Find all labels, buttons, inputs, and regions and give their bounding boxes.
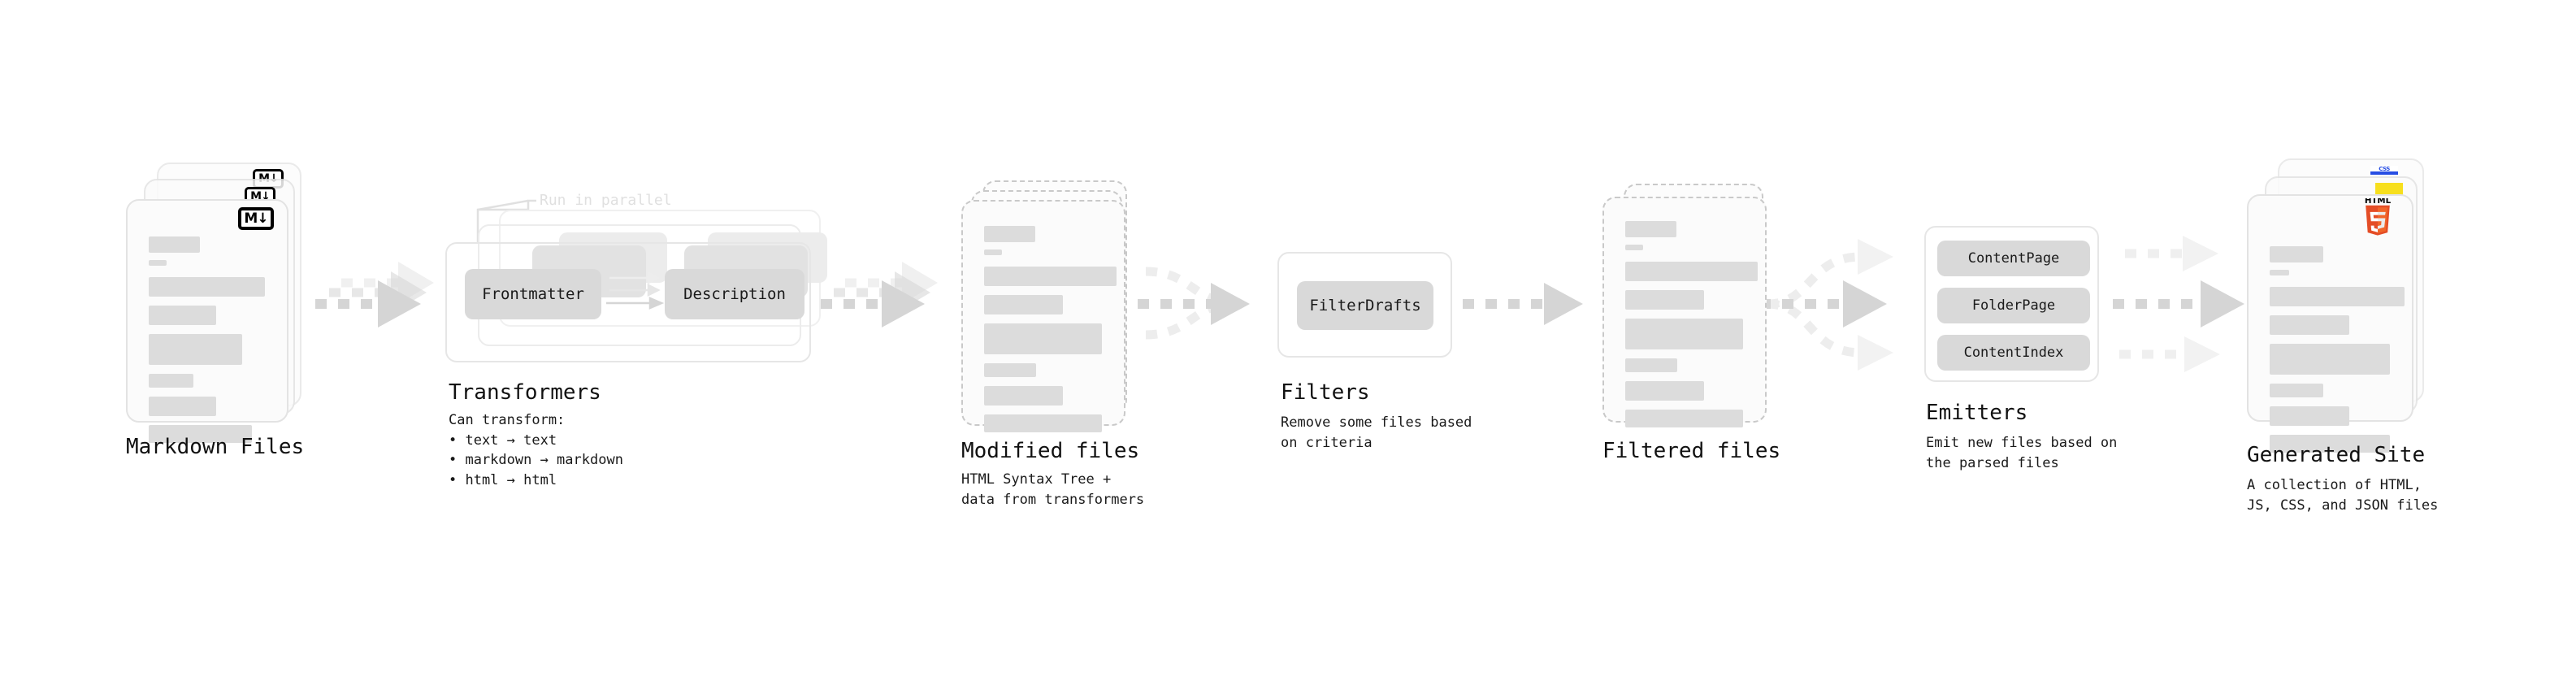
skeleton-bar: [149, 425, 252, 443]
skeleton-bar: [149, 397, 216, 416]
site-skeleton-bars: [2270, 246, 2405, 460]
skeleton-bar: [2270, 435, 2390, 453]
modified-skeleton-bars: [984, 226, 1117, 440]
skeleton-bar: [1625, 290, 1704, 310]
arrow-emitters-to-site: [2113, 236, 2244, 372]
filters-title: Filters: [1281, 380, 1370, 405]
skeleton-bar: [2270, 315, 2349, 335]
run-in-parallel-note: Run in parallel: [540, 192, 672, 209]
filter-chip-filterdrafts[interactable]: FilterDrafts: [1297, 281, 1433, 330]
skeleton-bar: [149, 306, 216, 325]
skeleton-bar: [984, 267, 1117, 286]
html5-logo-icon: HTML: [2361, 196, 2395, 237]
markdown-skeleton-bars: [149, 236, 269, 450]
skeleton-bar: [2270, 344, 2390, 375]
transformer-inner-arrows: [606, 271, 665, 310]
transformer-chip-description[interactable]: Description: [665, 269, 804, 319]
skeleton-bar: [984, 386, 1063, 406]
skeleton-bar: [149, 260, 167, 266]
markdown-files-card-stack: M↓ M↓ M↓: [126, 163, 321, 443]
filtered-skeleton-bars: [1625, 221, 1758, 435]
transformer-chip-frontmatter[interactable]: Frontmatter: [465, 269, 601, 319]
modified-files-subtitle: HTML Syntax Tree + data from transformer…: [961, 471, 1145, 508]
skeleton-bar: [1625, 381, 1704, 401]
transformers-group-stack: Frontmatter Description: [445, 210, 827, 372]
modified-files-card-stack: [961, 180, 1148, 440]
skeleton-bar: [149, 277, 265, 297]
skeleton-bar: [149, 236, 200, 253]
skeleton-bar: [1625, 262, 1758, 281]
skeleton-bar: [1625, 245, 1643, 250]
filters-group-box: FilterDrafts: [1277, 252, 1452, 358]
filtered-card-front: [1602, 197, 1767, 427]
transformers-subtitle: Can transform: • text → text • markdown …: [449, 412, 623, 488]
html5-wordmark: HTML: [2365, 198, 2392, 206]
skeleton-bar: [984, 226, 1035, 242]
filtered-files-title: Filtered files: [1602, 439, 1781, 463]
emitters-title: Emitters: [1926, 401, 2028, 425]
modified-files-title: Modified files: [961, 439, 1140, 463]
skeleton-bar: [1625, 410, 1743, 427]
arrow-markdown-to-transformers: [315, 262, 434, 327]
emitters-subtitle: Emit new files based on the parsed files: [1926, 435, 2118, 471]
filtered-files-card-stack: [1602, 184, 1789, 444]
skeleton-bar: [2270, 384, 2323, 397]
arrow-modified-to-filters: [1138, 267, 1250, 340]
css-logo-icon: CSS: [2370, 166, 2398, 175]
generated-site-card-stack: CSS HTML: [2247, 158, 2450, 453]
markdown-logo-icon: M↓: [238, 207, 274, 230]
skeleton-bar: [1625, 358, 1677, 372]
markdown-card-front: [126, 199, 288, 443]
generated-site-title: Generated Site: [2247, 443, 2426, 467]
emitter-chip-folderpage[interactable]: FolderPage: [1937, 288, 2090, 323]
generated-site-subtitle: A collection of HTML, JS, CSS, and JSON …: [2247, 477, 2439, 514]
filters-subtitle: Remove some files based on criteria: [1281, 414, 1472, 451]
skeleton-bar: [2270, 246, 2323, 262]
transformers-title: Transformers: [449, 380, 601, 405]
skeleton-bar: [2270, 406, 2349, 426]
skeleton-bar: [984, 249, 1002, 255]
skeleton-bar: [2270, 287, 2405, 306]
skeleton-bar: [149, 334, 242, 365]
arrow-transformers-to-modified: [821, 262, 938, 327]
skeleton-bar: [2270, 270, 2289, 275]
skeleton-bar: [984, 414, 1102, 432]
modified-card-front: [961, 200, 1125, 432]
skeleton-bar: [1625, 221, 1676, 237]
arrow-filters-to-filtered: [1463, 283, 1583, 325]
skeleton-bar: [1625, 319, 1743, 349]
skeleton-bar: [984, 295, 1063, 314]
emitter-chip-contentindex[interactable]: ContentIndex: [1937, 335, 2090, 371]
markdown-files-title: Markdown Files: [126, 435, 305, 459]
skeleton-bar: [149, 374, 193, 388]
skeleton-bar: [984, 363, 1036, 377]
emitters-group-box: ContentPage FolderPage ContentIndex: [1924, 226, 2099, 382]
emitter-chip-contentpage[interactable]: ContentPage: [1937, 241, 2090, 276]
transformer-group-front: [445, 242, 811, 362]
skeleton-bar: [984, 323, 1102, 354]
